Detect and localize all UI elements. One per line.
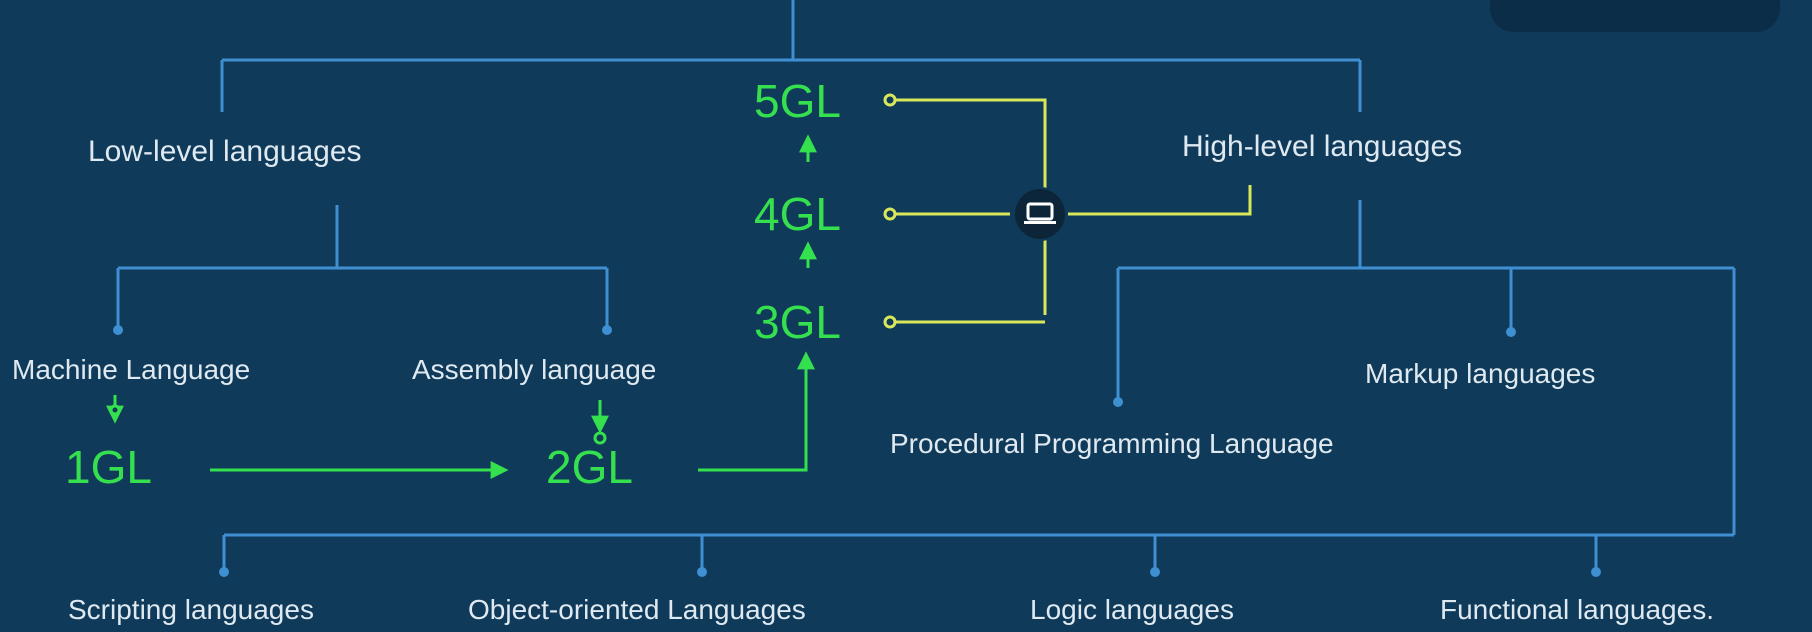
generation-3gl: 3GL <box>754 296 841 348</box>
endpoint-functional <box>1591 567 1601 577</box>
generation-5gl: 5GL <box>754 75 841 127</box>
endpoint-assembly <box>602 325 612 335</box>
procedural-language-label: Procedural Programming Language <box>890 428 1334 459</box>
endpoint-scripting <box>219 567 229 577</box>
top-right-panel <box>1490 0 1780 32</box>
machine-language-label: Machine Language <box>12 354 251 385</box>
generation-1gl: 1GL <box>65 441 152 493</box>
hub-link-high-level <box>1068 185 1252 216</box>
arrow-2gl-to-3gl <box>698 351 815 472</box>
functional-languages-label: Functional languages. <box>1440 594 1714 625</box>
object-oriented-languages-label: Object-oriented Languages <box>468 594 806 625</box>
tree-endpoints <box>113 325 1601 577</box>
markup-languages-label: Markup languages <box>1365 358 1596 389</box>
dot-4gl <box>883 207 897 221</box>
high-level-label: High-level languages <box>1182 130 1463 163</box>
endpoint-machine <box>113 325 123 335</box>
assembly-language-label: Assembly language <box>412 354 657 385</box>
dot-5gl <box>883 93 897 107</box>
dot-3gl <box>883 315 897 329</box>
hub-link-dots <box>883 93 897 329</box>
generation-2gl: 2GL <box>546 441 633 493</box>
tree-connectors <box>116 0 1736 572</box>
endpoint-markup <box>1506 327 1516 337</box>
hub-links <box>894 98 1252 324</box>
dot-machine <box>109 404 121 416</box>
generation-links <box>106 134 817 479</box>
laptop-icon <box>1013 187 1067 241</box>
low-level-label: Low-level languages <box>88 135 362 168</box>
generation-4gl: 4GL <box>754 188 841 240</box>
endpoint-logic <box>1150 567 1160 577</box>
logic-languages-label: Logic languages <box>1030 594 1234 625</box>
dot-assembly <box>593 431 607 445</box>
hub-link-5gl <box>894 98 1047 315</box>
endpoint-object-oriented <box>697 567 707 577</box>
scripting-languages-label: Scripting languages <box>68 594 314 625</box>
generation-link-dots <box>109 404 607 445</box>
endpoint-procedural <box>1113 397 1123 407</box>
